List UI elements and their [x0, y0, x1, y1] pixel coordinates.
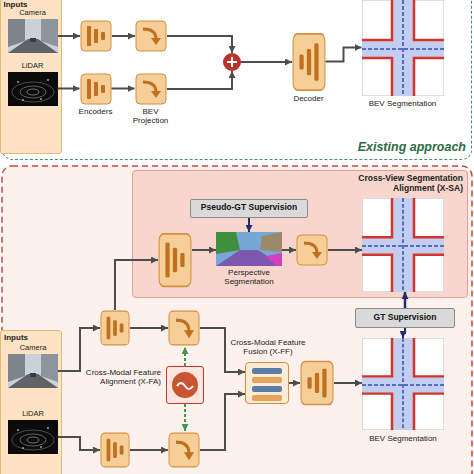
node-label: LiDAR: [8, 62, 58, 71]
flow-arrow: [328, 249, 362, 251]
node-label: Cross-Modal Feature Fusion (X-FF): [228, 338, 308, 356]
flow-arrow: [58, 88, 80, 90]
feature-token: [252, 377, 282, 383]
lidar-image: [8, 420, 58, 454]
flow-arrow: [112, 88, 135, 90]
node-label: Encoders: [66, 107, 126, 116]
node-label: LiDAR: [8, 410, 58, 419]
encoder-block: [81, 21, 111, 51]
encoder-block: [101, 433, 129, 467]
tilde-sign: [177, 383, 193, 389]
feature-token: [252, 395, 282, 401]
flow-arrow: [112, 35, 135, 37]
projection-block: [169, 311, 199, 345]
supervision-box: Pseudo-GT Supervision: [190, 199, 308, 218]
flow-arrow: [200, 328, 245, 372]
node-label: GT Supervision: [356, 313, 454, 323]
sum-symbol: [223, 53, 241, 71]
node-label: Camera: [8, 9, 58, 18]
bev-map: [362, 338, 444, 430]
plus-sign: [227, 57, 237, 67]
node-label: Inputs: [4, 333, 60, 342]
supervision-arrow: [404, 292, 407, 308]
projection-block: [136, 74, 166, 104]
lidar-image: [8, 72, 58, 106]
node-label: Camera: [8, 344, 58, 353]
perspective-segmentation-image: [216, 232, 282, 266]
alignment-arrow: [184, 404, 186, 431]
flow-arrow: [289, 382, 300, 384]
feature-token: [252, 386, 282, 392]
node-label: BEV Projection: [126, 107, 176, 125]
bev-map: [362, 0, 444, 96]
flow-arrow: [334, 382, 362, 384]
node-label: Cross-View Segmentation Alignment (X-SA): [339, 174, 463, 194]
flow-arrow: [248, 218, 250, 232]
decoder-block: [301, 361, 333, 404]
flow-arrow: [282, 249, 296, 251]
flow-arrow: [241, 61, 292, 63]
projection-block: [169, 433, 199, 467]
flow-arrow: [130, 327, 168, 329]
flow-arrow: [58, 437, 100, 450]
node-label: BEV Segmentation: [358, 99, 448, 108]
node-label: Cross-Modal Feature Alignment (X-FA): [83, 368, 161, 386]
flow-arrow: [130, 449, 168, 451]
node-label: Inputs: [4, 0, 60, 9]
node-label: Existing approach: [321, 140, 466, 154]
flow-arrow: [58, 35, 80, 37]
alignment-arrow: [184, 347, 186, 366]
node-label: BEV Segmentation: [358, 434, 448, 443]
projection-block: [297, 235, 327, 265]
encoder-block: [159, 234, 191, 287]
flow-arrow: [403, 328, 405, 338]
camera-image: [8, 354, 58, 388]
bev-map: [362, 198, 444, 292]
alignment-symbol: [172, 372, 198, 398]
decoder-block: [293, 34, 325, 90]
encoder-block: [101, 311, 129, 345]
node-label: Pseudo-GT Supervision: [191, 203, 307, 213]
node-label: Decoder: [284, 94, 334, 103]
feature-token: [252, 368, 282, 374]
camera-image: [8, 19, 58, 53]
supervision-box: GT Supervision: [355, 308, 455, 328]
flow-arrow: [192, 249, 216, 251]
flow-arrow: [200, 394, 245, 450]
flow-arrow: [58, 328, 100, 371]
encoder-block: [81, 74, 111, 104]
projection-block: [136, 21, 166, 51]
method-panel: [2, 166, 472, 474]
node-label: Perspective Segmentation: [209, 268, 289, 286]
